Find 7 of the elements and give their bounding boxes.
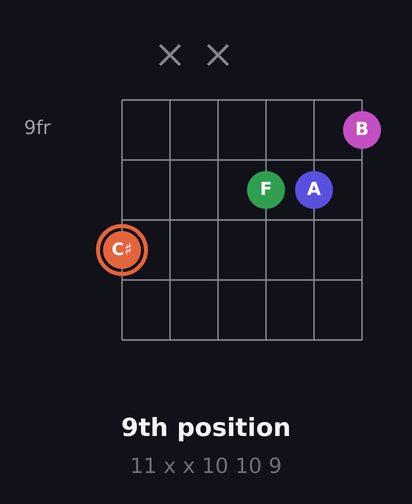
root-note-dot: C♯ — [96, 224, 148, 276]
note-dot: A — [295, 171, 333, 209]
fret-numbers-text: 11 x x 10 10 9 — [130, 454, 282, 480]
chord-title: 9th position — [121, 413, 291, 442]
note-dot: F — [247, 171, 285, 209]
note-dot: B — [343, 111, 381, 149]
fret-number: 9fr — [24, 117, 51, 140]
